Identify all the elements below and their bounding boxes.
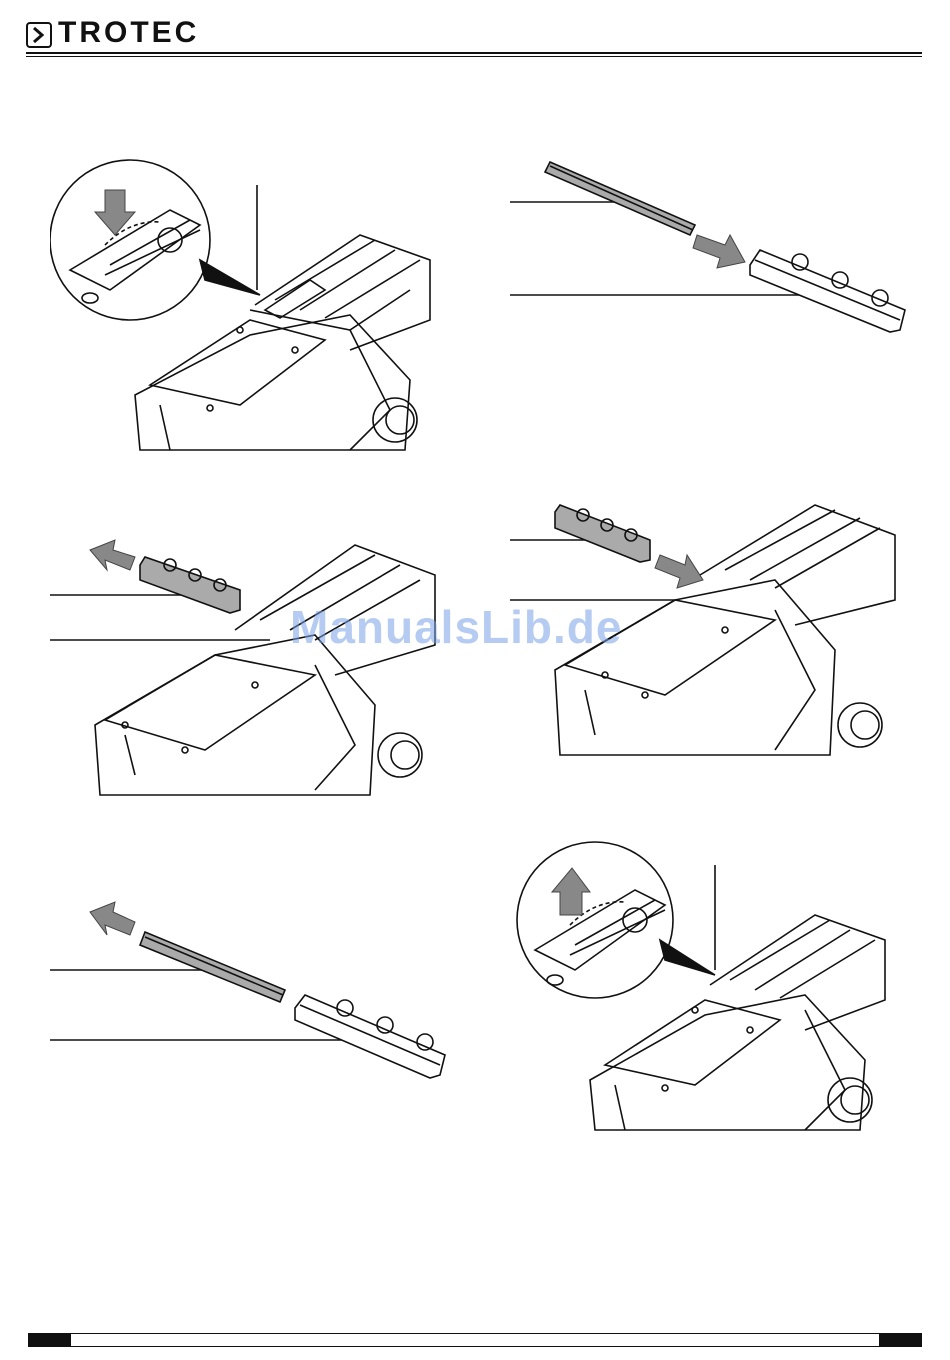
footer-right-block xyxy=(880,1333,922,1347)
watermark-text: ManualsLib.de xyxy=(290,600,622,654)
page-header: TROTEC xyxy=(0,0,950,60)
page-footer xyxy=(28,1333,922,1347)
arrow-left-icon xyxy=(90,540,135,570)
header-rule-thin xyxy=(26,56,922,57)
figure-blade-remove xyxy=(45,890,455,1090)
brand-name: TROTEC xyxy=(58,16,199,50)
arrow-right-icon xyxy=(693,235,745,268)
arrow-left-icon xyxy=(90,902,135,935)
figure-knob-release xyxy=(50,150,450,460)
figure-blade-insert xyxy=(505,150,915,350)
figure-knob-lock xyxy=(510,840,910,1140)
trotec-logo-icon xyxy=(26,22,52,48)
footer-left-block xyxy=(28,1333,70,1347)
figure-holder-remove xyxy=(45,535,455,800)
arrow-right-icon xyxy=(655,555,703,588)
header-rule xyxy=(26,52,922,54)
footer-rule xyxy=(70,1333,880,1347)
